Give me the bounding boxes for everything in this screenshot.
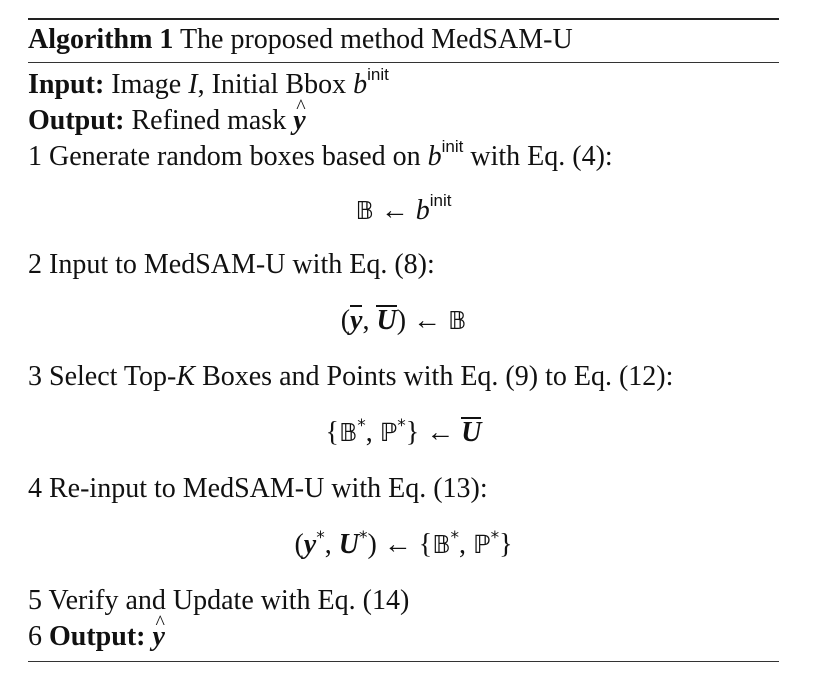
input-line: Input: Image I, Initial Bbox binit [28, 64, 779, 103]
step-4-text: Re-input to MedSAM-U with Eq. (13): [49, 473, 488, 504]
step-2-num: 2 [28, 249, 42, 280]
eq4-b: 𝔹 [432, 530, 451, 559]
eq2-rhs: 𝔹 [448, 306, 467, 335]
input-label: Input: [28, 69, 105, 100]
step-5-text: Verify and Update with Eq. (14) [48, 585, 410, 616]
output-text: Refined mask [131, 105, 287, 136]
output-var: y [293, 90, 306, 138]
step-3: 3 Select Top-K Boxes and Points with Eq.… [28, 359, 779, 395]
eq2-y: y [350, 305, 363, 336]
eq2-close: ) [396, 305, 407, 336]
step-3-num: 3 [28, 361, 42, 392]
step-3-text-a: Select Top- [49, 361, 177, 392]
step-1-var: b [427, 141, 442, 172]
eq2-open: ( [340, 305, 351, 336]
input-var-image: I [188, 69, 198, 100]
eq3-open: { [325, 417, 339, 448]
eq3-p: ℙ [379, 418, 398, 447]
eq1-lhs: 𝔹 [355, 196, 374, 225]
step-6-num: 6 [28, 621, 42, 652]
eq4-y-star: * [316, 528, 325, 548]
step-6-label: Output: [49, 621, 146, 652]
eq4-open: ( [294, 529, 304, 560]
eq3-b-star: * [357, 416, 366, 436]
eq4-comma-2: , [459, 529, 467, 560]
eq4-u: U [338, 529, 359, 560]
eq1-rhs-sup: init [429, 190, 452, 210]
step-1-text-b: with Eq. (4): [470, 141, 613, 172]
eq3-close: } [405, 417, 420, 448]
eq3-rhs: U [461, 417, 482, 448]
algorithm-label: Algorithm 1 [28, 24, 174, 55]
step-6: 6 Output: y [28, 606, 779, 655]
input-sup: init [367, 64, 389, 84]
eq3-p-star: * [397, 416, 406, 436]
step-1-text-a: Generate random boxes based on [49, 141, 421, 172]
eq4-b-star: * [450, 528, 460, 548]
step-3-equation: {𝔹*, ℙ*} ← U [28, 395, 779, 471]
step-4: 4 Re-input to MedSAM-U with Eq. (13): [28, 471, 779, 507]
input-text-1: Image [111, 69, 182, 100]
eq1-rhs-var: b [415, 195, 430, 226]
step-1: 1 Generate random boxes based on binit w… [28, 136, 779, 175]
top-rule [28, 18, 779, 20]
algorithm-block: Algorithm 1 The proposed method MedSAM-U… [28, 18, 779, 662]
step-2-equation: (y, U) ← 𝔹 [28, 283, 779, 359]
eq4-close: ) [367, 529, 377, 560]
step-2: 2 Input to MedSAM-U with Eq. (8): [28, 247, 779, 283]
step-2-text: Input to MedSAM-U with Eq. (8): [49, 249, 435, 280]
eq2-arrow: ← [413, 305, 442, 336]
eq2-u: U [376, 305, 397, 336]
eq4-y: y [303, 529, 317, 560]
input-text-2: , Initial Bbox [197, 69, 347, 100]
eq4-arrow: ← [383, 529, 412, 560]
bottom-rule [28, 661, 779, 662]
header-rule [28, 62, 779, 63]
eq4-p-star: * [490, 528, 500, 548]
eq3-b: 𝔹 [338, 418, 358, 447]
eq4-ropen: { [418, 529, 433, 560]
algorithm-caption: The proposed method MedSAM-U [179, 24, 573, 55]
eq1-arrow: ← [380, 195, 409, 226]
step-5: 5 Verify and Update with Eq. (14) [28, 583, 779, 619]
step-1-equation: 𝔹 ← binit [28, 175, 779, 247]
eq4-u-star: * [358, 528, 368, 548]
eq2-comma: , [362, 305, 370, 336]
eq3-comma: , [365, 417, 373, 448]
output-label: Output: [28, 105, 125, 136]
step-3-text-b: Boxes and Points with Eq. (9) to Eq. (12… [202, 361, 674, 392]
eq4-rclose: } [499, 529, 513, 560]
step-1-num: 1 [28, 141, 42, 172]
step-1-sup: init [441, 136, 464, 156]
eq3-arrow: ← [426, 417, 455, 448]
step-3-var: K [176, 361, 196, 392]
step-5-num: 5 [28, 585, 42, 616]
step-6-var: y [152, 606, 165, 654]
algorithm-title: Algorithm 1 The proposed method MedSAM-U [28, 20, 779, 62]
input-var-box: b [353, 69, 368, 100]
eq4-comma: , [324, 529, 332, 560]
eq4-p: ℙ [473, 530, 491, 559]
output-line: Output: Refined mask y [28, 90, 779, 139]
step-4-num: 4 [28, 473, 42, 504]
step-4-equation: (y*, U*) ← {𝔹*, ℙ*} [28, 507, 779, 583]
